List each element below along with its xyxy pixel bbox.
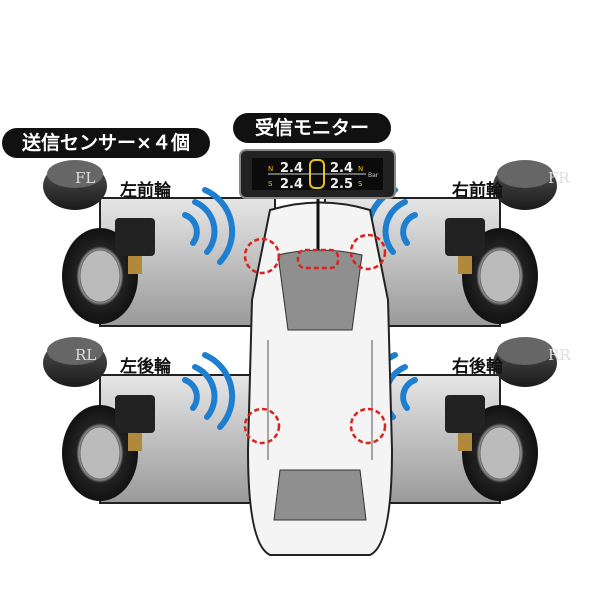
front-left-label: 左前輪 [120,181,171,201]
unit-label: Bar [368,172,379,179]
n-indicator-left: N [268,165,273,173]
rear-left-label: 左後輪 [120,357,171,377]
receiver-monitor: 2.4 2.4 2.4 2.5 N S N S Bar [239,149,396,199]
cap-label-fr: FR [548,169,570,187]
fr-pressure: 2.4 [330,161,353,176]
cap-label-fl: FL [75,169,95,187]
cap-label-rr: RR [548,346,571,364]
sensor-position-markers [243,233,387,445]
sensors-label: 送信センサー×４個 [2,128,210,158]
car-top-view [246,201,394,556]
cap-label-rl: RL [75,346,96,364]
fl-pressure: 2.4 [280,161,303,176]
rl-pressure: 2.4 [280,177,303,192]
s-indicator-left: S [268,180,273,188]
rear-right-label: 右後輪 [452,357,503,377]
n-indicator-right: N [358,165,363,173]
rr-pressure: 2.5 [330,177,353,192]
monitor-label: 受信モニター [233,113,391,143]
s-indicator-right: S [358,180,363,188]
front-right-label: 右前輪 [452,181,503,201]
